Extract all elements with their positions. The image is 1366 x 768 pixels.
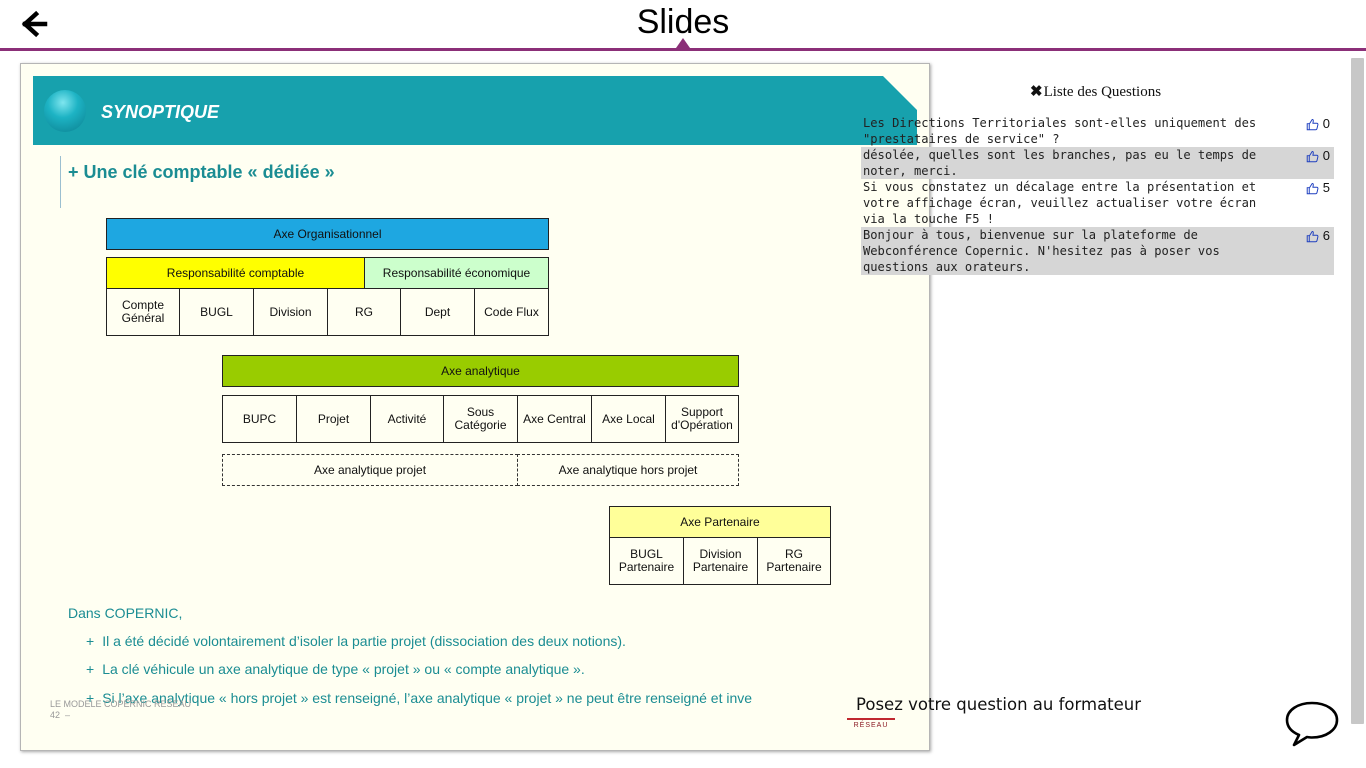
notes-bullet: + Il a été décidé volontairement d’isoler…: [86, 633, 626, 649]
slide-footer: LE MODELE COPERNIC RESEAU 42 –: [50, 699, 191, 721]
responsabilite-economique-box: Responsabilité économique: [364, 257, 549, 289]
axe-analytique-hors-projet-box: Axe analytique hors projet: [517, 454, 739, 486]
plus-icon: +: [86, 661, 95, 677]
plus-icon: +: [86, 690, 95, 706]
header-divider: [0, 48, 1366, 51]
slide-logo: RÉSEAU: [847, 718, 895, 732]
org-cell: Dept: [400, 288, 475, 336]
slide-footer-label: LE MODELE COPERNIC RESEAU: [50, 699, 192, 709]
arrow-left-icon: [21, 10, 48, 38]
slide-banner: [33, 76, 917, 145]
notes-bullet: + La clé véhicule un axe analytique de ty…: [86, 661, 585, 677]
partenaire-cell: BUGL Partenaire: [609, 537, 684, 585]
header-caret: [676, 38, 690, 48]
like-button[interactable]: 5: [1306, 180, 1330, 196]
analytique-cell: Axe Central: [517, 395, 592, 443]
thumbs-up-icon: [1306, 182, 1319, 194]
like-count: 0: [1322, 148, 1330, 163]
analytique-cell: Axe Local: [591, 395, 666, 443]
page-title: Slides: [636, 3, 730, 41]
ask-question-button[interactable]: [1284, 700, 1340, 748]
thumbs-up-icon: [1306, 118, 1319, 130]
question-text: Si vous constatez un décalage entre la p…: [863, 180, 1257, 226]
question-item: désolée, quelles sont les branches, pas …: [861, 147, 1334, 179]
org-cell: Code Flux: [474, 288, 549, 336]
like-count: 0: [1322, 116, 1330, 131]
org-cell: Division: [253, 288, 328, 336]
like-button[interactable]: 0: [1306, 148, 1330, 164]
notes-bullet: + Si l’axe analytique « hors projet » est…: [86, 690, 752, 706]
partenaire-cell: RG Partenaire: [757, 537, 831, 585]
slide-bullet-sphere: [44, 90, 86, 132]
notes-bullet-text: La clé véhicule un axe analytique de typ…: [102, 661, 585, 677]
responsabilite-comptable-box: Responsabilité comptable: [106, 257, 365, 289]
questions-panel-title: ✖Liste des Questions: [1030, 84, 1162, 100]
question-item: Bonjour à tous, bienvenue sur la platefo…: [861, 227, 1334, 275]
slide-heading: SYNOPTIQUE: [101, 102, 220, 122]
like-count: 6: [1322, 228, 1330, 243]
ask-question-label[interactable]: Posez votre question au formateur: [856, 695, 1142, 714]
header-bar: Slides: [0, 0, 1366, 52]
notes-bullet-text: Si l’axe analytique « hors projet » est …: [102, 690, 753, 706]
axe-organisationnel-box: Axe Organisationnel: [106, 218, 549, 250]
partenaire-cell: Division Partenaire: [683, 537, 758, 585]
thumbs-up-icon: [1306, 150, 1319, 162]
scrollbar[interactable]: [1351, 58, 1364, 724]
like-button[interactable]: 0: [1306, 116, 1330, 132]
org-cell: RG: [327, 288, 401, 336]
questions-list: Les Directions Territoriales sont-elles …: [861, 115, 1334, 275]
plus-icon: +: [86, 633, 95, 649]
analytique-cell: Activité: [370, 395, 444, 443]
speech-bubble-icon: [1285, 701, 1339, 747]
org-cell: BUGL: [179, 288, 254, 336]
slide-subheading: + Une clé comptable « dédiée »: [68, 162, 335, 182]
analytique-cell: Projet: [296, 395, 371, 443]
slide-divider: [60, 156, 61, 208]
analytique-cell: Sous Catégorie: [443, 395, 518, 443]
axe-analytique-projet-box: Axe analytique projet: [222, 454, 518, 486]
org-cell: Compte Général: [106, 288, 180, 336]
analytique-cell: BUPC: [222, 395, 297, 443]
thumbs-up-icon: [1306, 230, 1319, 242]
question-text: Les Directions Territoriales sont-elles …: [863, 116, 1257, 146]
notes-bullet-text: Il a été décidé volontairement d’isoler …: [102, 633, 626, 649]
question-item: Si vous constatez un décalage entre la p…: [861, 179, 1334, 227]
like-button[interactable]: 6: [1306, 228, 1330, 244]
axe-partenaire-box: Axe Partenaire: [609, 506, 831, 538]
slide-viewer: SYNOPTIQUE + Une clé comptable « dédiée …: [20, 63, 930, 751]
close-icon[interactable]: ✖: [1030, 84, 1043, 100]
analytique-cell: Support d'Opération: [665, 395, 739, 443]
slide-page-number: 42 –: [50, 710, 71, 720]
notes-intro: Dans COPERNIC,: [68, 605, 183, 621]
axe-analytique-box: Axe analytique: [222, 355, 739, 387]
like-count: 5: [1322, 180, 1330, 195]
question-item: Les Directions Territoriales sont-elles …: [861, 115, 1334, 147]
question-text: Bonjour à tous, bienvenue sur la platefo…: [863, 228, 1220, 274]
question-text: désolée, quelles sont les branches, pas …: [863, 148, 1257, 178]
back-button[interactable]: [18, 8, 50, 40]
